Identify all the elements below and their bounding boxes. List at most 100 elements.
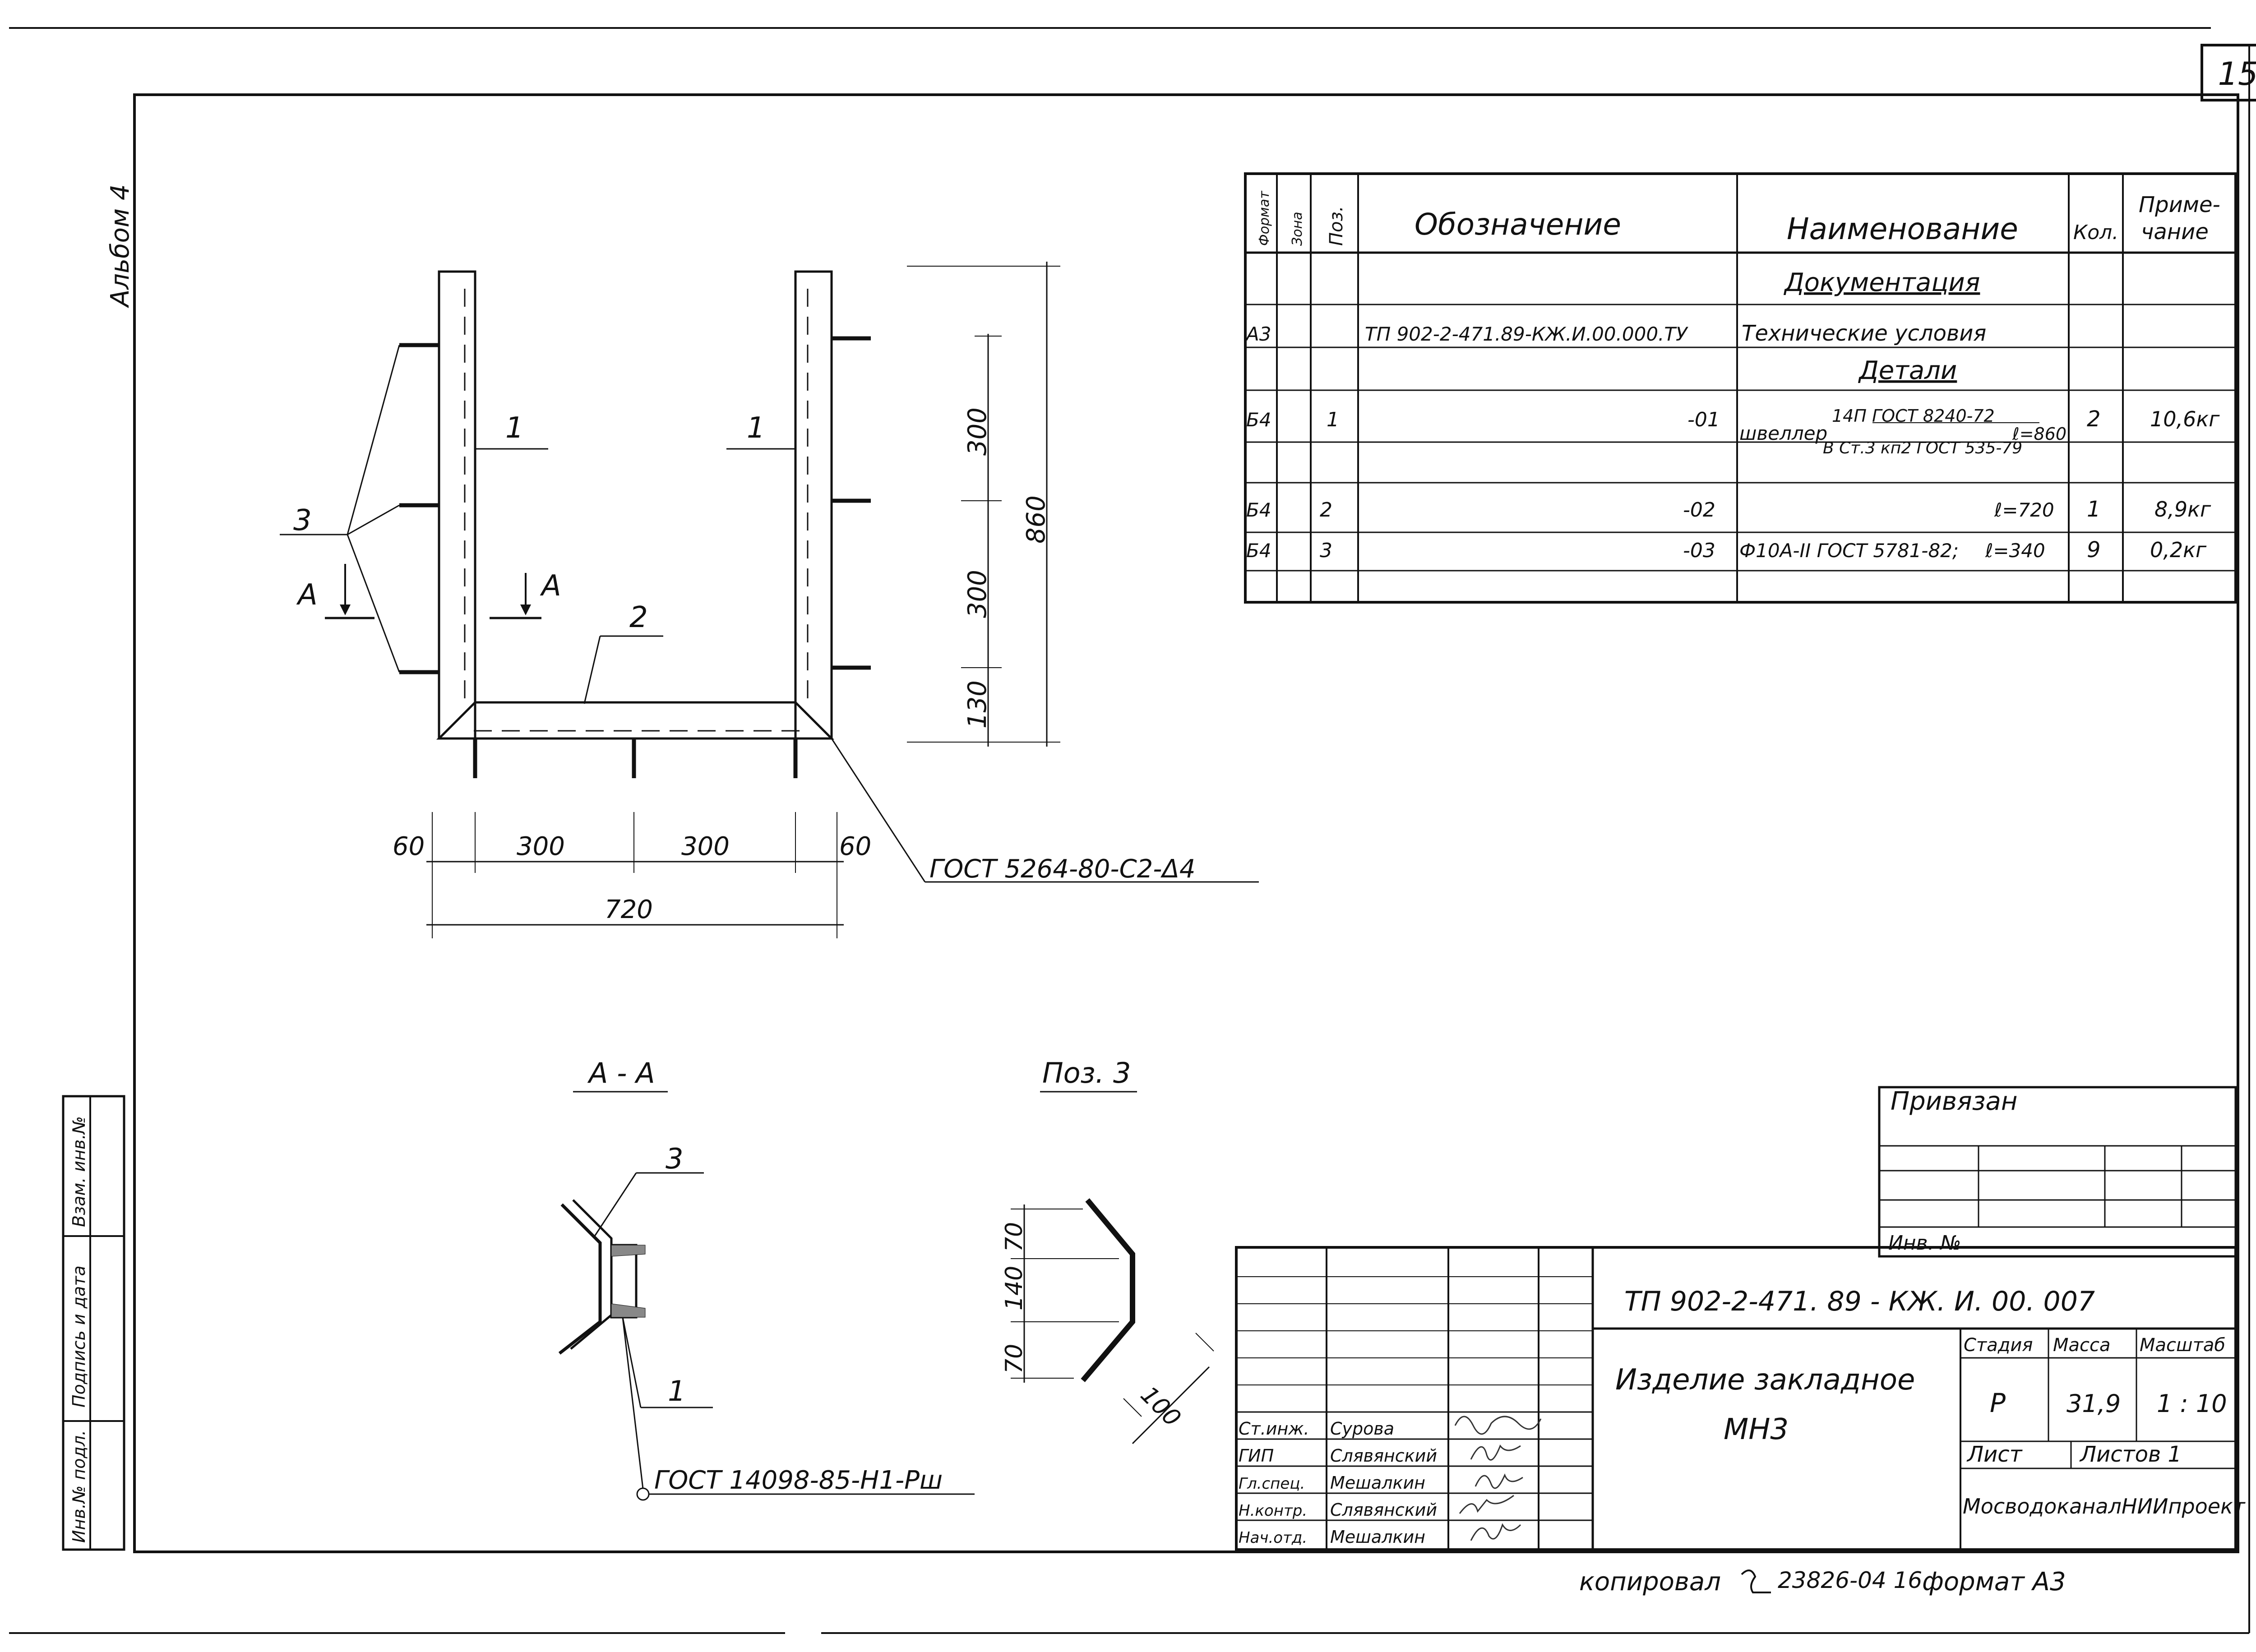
dim-300-right: 300 [681, 832, 730, 861]
row4-format: Б4 [1246, 499, 1271, 521]
organization: МосводоканалНИИпроект [1963, 1494, 2246, 1518]
document-code: ТП 902-2-471. 89 - КЖ. И. 00. 007 [1624, 1286, 2095, 1317]
pos3-view [1011, 1091, 1214, 1444]
hdr-format: Формат [1257, 190, 1272, 246]
dim-130: 130 [963, 680, 992, 729]
section-documentation: Документация [1783, 268, 1980, 297]
row3-name-bottom: В Ст.3 кп2 ГОСТ 535-79 [1823, 439, 2022, 457]
hdr-name: Наименование [1787, 212, 2018, 246]
sheets-label: Листов 1 [2079, 1442, 2182, 1467]
dim-300-left: 300 [517, 832, 565, 861]
dim-860: 860 [1022, 495, 1051, 544]
pos-label-anchors: 3 [293, 504, 312, 537]
binding-title: Привязан [1891, 1087, 2017, 1116]
sheet-label: Лист [1966, 1442, 2023, 1467]
album-label: Альбом 4 [106, 184, 135, 308]
hdr-note-1: Приме- [2139, 192, 2220, 217]
section-mark-right: А [540, 569, 561, 603]
signer-name-3: Мешалкин [1330, 1473, 1425, 1493]
pos3-title: Поз. 3 [1042, 1057, 1131, 1089]
signer-role-5: Нач.отд. [1239, 1529, 1307, 1547]
value-mass: 31,9 [2066, 1389, 2121, 1418]
row5-format: Б4 [1246, 540, 1271, 562]
dim-720: 720 [605, 895, 653, 924]
dim-60-left: 60 [393, 832, 425, 861]
pos3-dim-70-bottom: 70 [1001, 1344, 1028, 1374]
hdr-pos: Поз. [1326, 206, 1347, 246]
row3-qty: 2 [2087, 406, 2101, 432]
row4-pos: 2 [1320, 498, 1332, 521]
row3-length: ℓ=860 [2012, 424, 2066, 444]
binding-block [1878, 1086, 2237, 1258]
item-title-2: МН3 [1724, 1413, 1789, 1446]
hdr-note-2: чание [2141, 219, 2209, 245]
title-block-text: ТП 902-2-471. 89 - КЖ. И. 00. 007 Издели… [1239, 1286, 2246, 1547]
row1-name: Технические условия [1742, 321, 1986, 346]
row3-pos: 1 [1327, 408, 1339, 431]
dim-60-right: 60 [839, 832, 871, 861]
signer-role-4: Н.контр. [1239, 1502, 1307, 1520]
row5-name: Ф10А-II ГОСТ 5781-82; [1739, 540, 1959, 562]
footer-format: формат А3 [1922, 1567, 2066, 1597]
row5-note: 0,2кг [2150, 538, 2207, 562]
pos3-dim-140: 140 [1001, 1266, 1028, 1311]
pos3-dim-100: 100 [1135, 1381, 1186, 1432]
footer-copied: копировал [1579, 1567, 1721, 1597]
signer-role-3: Гл.спец. [1239, 1475, 1305, 1493]
pos-label-left: 1 [505, 411, 524, 445]
row5-pos: 3 [1320, 539, 1332, 562]
side-stamp-inv: Инв.№ подл. [69, 1430, 89, 1543]
section-title: А - А [587, 1057, 655, 1089]
signer-name-1: Суровa [1330, 1419, 1394, 1439]
dim-300-top: 300 [963, 407, 992, 456]
binding-inv-label: Инв. № [1888, 1232, 1961, 1255]
signer-name-2: Слявянский [1330, 1446, 1437, 1466]
hdr-designation: Обозначение [1415, 207, 1621, 242]
spec-table-text: Формат Зона Поз. Обозначение Наименовани… [1245, 190, 2220, 563]
row3-format: Б4 [1246, 409, 1271, 431]
side-stamp-replace: Взам. инв.№ [69, 1116, 89, 1227]
signer-name-5: Мешалкин [1330, 1527, 1425, 1547]
signatures [1454, 1416, 1542, 1541]
row4-note: 8,9кг [2154, 497, 2211, 521]
copyist-signature [1741, 1569, 1771, 1593]
row3-name-top: 14П ГОСТ 8240-72 [1832, 406, 1995, 426]
main-drawing [280, 262, 1259, 938]
side-stamp: Взам. инв.№ Подпись и дата Инв.№ подл. [62, 1095, 125, 1551]
section-mark-left: А [296, 578, 318, 612]
section-label-1: 1 [668, 1375, 685, 1407]
side-stamp-signature: Подпись и дата [69, 1265, 89, 1407]
weld-note-main: ГОСТ 5264-80-С2-Δ4 [929, 854, 1195, 884]
row4-length: ℓ=720 [1994, 499, 2054, 521]
row5-qty: 9 [2087, 537, 2101, 563]
row1-designation: ТП 902-2-471.89-КЖ.И.00.000.ТУ [1365, 323, 1688, 345]
row5-designation: -03 [1683, 539, 1715, 562]
pos-label-bottom: 2 [629, 601, 648, 634]
row4-qty: 1 [2087, 497, 2101, 522]
signer-role-2: ГИП [1239, 1446, 1274, 1466]
section-label-3: 3 [666, 1142, 683, 1175]
item-title-1: Изделие закладное [1615, 1363, 1915, 1397]
pos-label-right: 1 [747, 411, 765, 445]
row3-note: 10,6кг [2150, 407, 2220, 431]
hdr-stage: Стадия [1964, 1335, 2033, 1356]
weld-note-section: ГОСТ 14098-85-Н1-Рш [654, 1466, 943, 1495]
hdr-scale: Масштаб [2140, 1335, 2225, 1356]
row3-designation: -01 [1687, 408, 1720, 431]
hdr-zone: Зона [1290, 212, 1305, 246]
main-frame [133, 93, 2239, 1553]
signer-role-1: Ст.инж. [1239, 1419, 1309, 1439]
left-channel [438, 270, 476, 740]
value-scale: 1 : 10 [2157, 1389, 2227, 1418]
row1-format: А3 [1245, 323, 1271, 345]
row5-length: ℓ=340 [1985, 540, 2045, 562]
value-stage: Р [1990, 1388, 2006, 1418]
main-drawing-labels: 1 1 2 3 А А 300 300 130 860 60 300 300 6… [293, 407, 1195, 924]
section-view [558, 1091, 975, 1501]
spec-table [1244, 172, 2237, 604]
title-block [1235, 1246, 2237, 1551]
hdr-qty: Кол. [2073, 221, 2118, 244]
row3-name: швеллер [1739, 422, 1827, 444]
row4-designation: -02 [1683, 498, 1715, 521]
